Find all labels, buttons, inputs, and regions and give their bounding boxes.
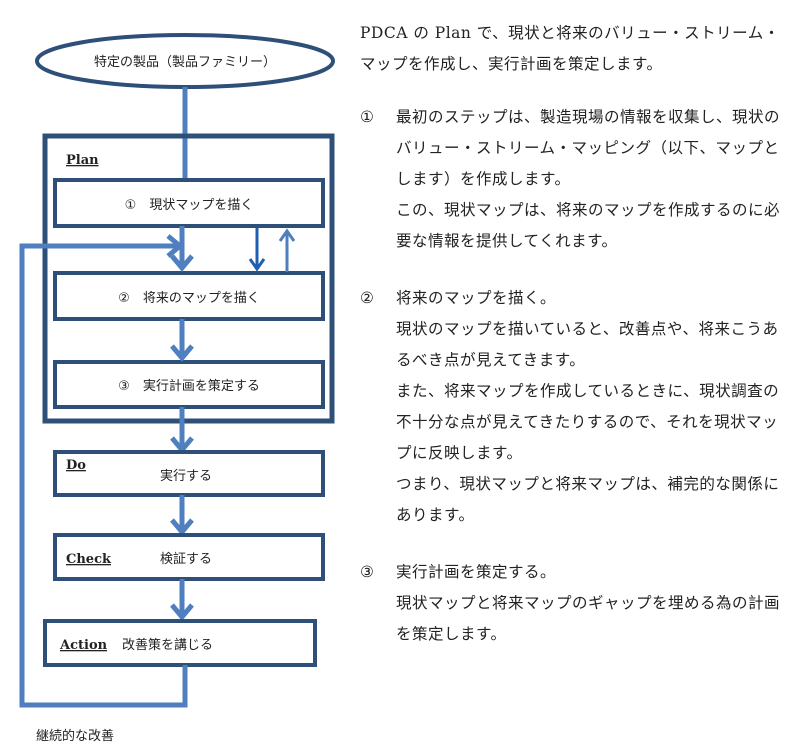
- plan-step-1-box: [53, 178, 325, 228]
- plan-container: [42, 133, 335, 424]
- step-paragraph: 現状のマップを描いていると、改善点や、将来こうあるべき点が見えてきます。: [396, 320, 779, 369]
- do-label: Do: [66, 458, 86, 473]
- step-head-text: 最初のステップは、製造現場の情報を収集し、現状のバリュー・ストリーム・マッピング…: [396, 108, 781, 188]
- pdca-flow-diagram: 特定の製品（製品ファミリー） Plan ① 現状マップを描く ② 将来のマップを…: [19, 33, 335, 744]
- arrowhead-step2-step3: [170, 344, 194, 362]
- check-text: 検証する: [160, 552, 212, 567]
- action-text: 改善策を講じる: [122, 637, 213, 653]
- step-paragraph: 現状マップと将来マップのギャップを埋める為の計画を策定します。: [396, 594, 781, 643]
- plan-step-1-text: ① 現状マップを描く: [125, 198, 254, 213]
- arrowhead-step1-step2: [170, 254, 194, 272]
- step-paragraph: また、将来マップを作成しているときに、現状調査の不十分な点が見えてきたりするので…: [396, 382, 780, 462]
- description-step-2: ② 将来のマップを描く。 現状のマップを描いていると、改善点や、将来こうあるべき…: [360, 283, 780, 531]
- loop-label: 継続的な改善: [36, 728, 114, 744]
- action-box: [43, 619, 317, 667]
- do-box: [53, 450, 325, 497]
- description-step-1: ① 最初のステップは、製造現場の情報を収集し、現状のバリュー・ストリーム・マッピ…: [360, 102, 780, 257]
- arrowhead-down-small: [248, 258, 266, 272]
- step-number: ②: [360, 289, 375, 307]
- check-box: [53, 533, 325, 581]
- step-paragraph: この、現状マップは、将来のマップを作成するのに必要な情報を提供してくれます。: [396, 201, 781, 250]
- action-label: Action: [59, 638, 108, 653]
- plan-step-3-text: ③ 実行計画を策定する: [118, 378, 260, 394]
- step-head-text: 将来のマップを描く。: [396, 289, 557, 307]
- step-head-text: 実行計画を策定する。: [396, 563, 557, 581]
- arrowhead-check-action: [170, 603, 194, 621]
- arrowhead-do-check: [170, 518, 194, 536]
- description-step-3: ③ 実行計画を策定する。 現状マップと将来マップのギャップを埋める為の計画を策定…: [360, 557, 780, 650]
- step-number: ①: [360, 108, 375, 126]
- plan-step-2-box: [53, 271, 325, 321]
- step-number: ③: [360, 563, 375, 581]
- plan-step-2-text: ② 将来のマップを描く: [118, 291, 260, 306]
- continuous-improvement-loop: [19, 243, 188, 708]
- intro-text: PDCA の Plan で、現状と将来のバリュー・ストリーム・マップを作成し、実…: [360, 24, 780, 73]
- step-paragraph: つまり、現状マップと将来マップは、補完的な関係にあります。: [396, 475, 780, 524]
- arrowhead-up-small: [278, 228, 296, 242]
- plan-step-3-box: [53, 360, 325, 409]
- do-text: 実行する: [160, 468, 212, 484]
- loop-arrowhead: [166, 234, 184, 258]
- top-oval-text: 特定の製品（製品ファミリー）: [94, 55, 276, 70]
- plan-label: Plan: [66, 153, 99, 168]
- description-panel: PDCA の Plan で、現状と将来のバリュー・ストリーム・マップを作成し、実…: [360, 18, 780, 676]
- check-label: Check: [66, 552, 112, 567]
